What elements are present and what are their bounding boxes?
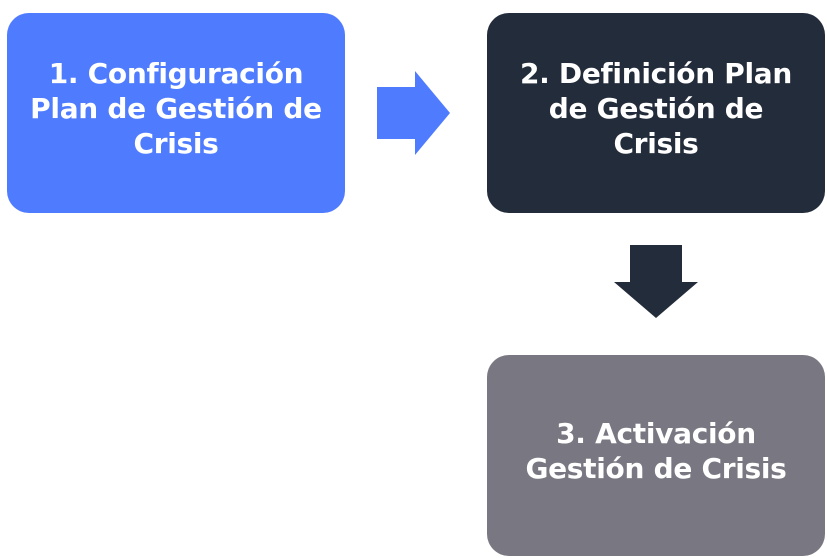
right-arrow-shape	[377, 71, 450, 155]
step-2-box: 2. Definición Plan de Gestión de Crisis	[487, 13, 825, 213]
step-2-label-line-1: 2. Definición Plan	[519, 56, 793, 90]
step-2-label-line-2: de Gestión de	[548, 91, 764, 125]
step-2-label: 2. Definición Plan de Gestión de Crisis	[520, 56, 792, 161]
step-3-label-line-2: Gestión de Crisis	[525, 451, 787, 485]
step-1-label-line-1: 1. Configuración	[48, 56, 304, 90]
step-1-label: 1. Configuración Plan de Gestión de Cris…	[30, 56, 322, 161]
step-3-box: 3. Activación Gestión de Crisis	[487, 355, 825, 556]
step-3-label-line-1: 3. Activación	[556, 416, 756, 450]
step-1-label-line-3: Crisis	[133, 126, 219, 160]
down-arrow-icon	[614, 245, 698, 318]
step-1-label-line-2: Plan de Gestión de	[30, 91, 322, 125]
step-2-label-line-3: Crisis	[613, 126, 699, 160]
step-3-label: 3. Activación Gestión de Crisis	[525, 416, 786, 486]
right-arrow-icon	[377, 71, 450, 155]
step-1-box: 1. Configuración Plan de Gestión de Cris…	[7, 13, 345, 213]
down-arrow-shape	[614, 245, 698, 318]
